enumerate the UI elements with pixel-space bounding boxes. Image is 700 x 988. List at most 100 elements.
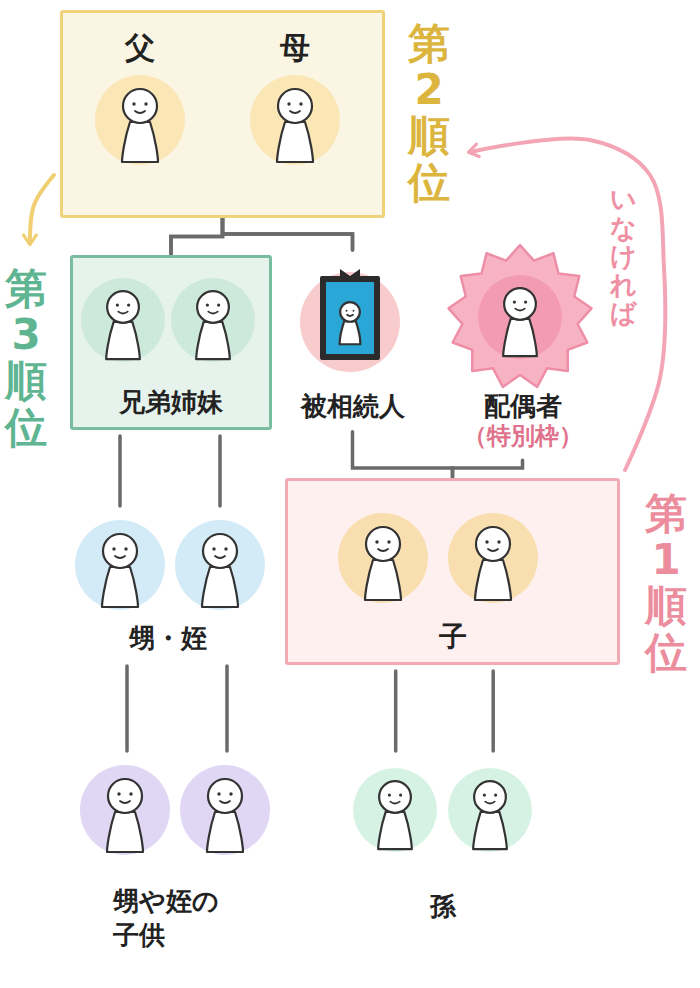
- figure-eye: [224, 547, 227, 550]
- person-figure: [180, 765, 270, 855]
- figure-smile: [378, 549, 388, 551]
- figure-smile: [488, 549, 498, 551]
- node-label: 子: [288, 619, 617, 655]
- person-figure: [448, 513, 538, 603]
- order-band: 第3順位兄弟姉妹: [70, 255, 272, 430]
- figure-eye: [352, 310, 354, 312]
- figure-head: [504, 288, 536, 320]
- figure-halo: [95, 75, 185, 165]
- figure-eye: [483, 793, 486, 796]
- node-label: 兄弟姉妹: [73, 386, 269, 420]
- figure-eye: [399, 793, 402, 796]
- figure-body: [475, 560, 511, 600]
- order-arrow: [30, 175, 54, 243]
- burst-outline: [449, 245, 592, 387]
- node-label: 母: [250, 28, 340, 67]
- figure-body: [196, 322, 230, 359]
- figure-eye: [124, 547, 127, 550]
- figure-smile: [118, 312, 127, 314]
- family-line: [453, 460, 523, 478]
- person-figure: [340, 302, 361, 344]
- figure-body: [365, 560, 401, 600]
- portrait-picture: [326, 282, 374, 354]
- figure-smile: [220, 801, 230, 803]
- family-line: [396, 671, 494, 751]
- family-line: [353, 432, 453, 478]
- figure-body: [107, 812, 143, 852]
- figure-head: [474, 781, 506, 813]
- figure-eye: [299, 102, 302, 105]
- figure-body: [473, 812, 507, 849]
- order-heading: 第2順位: [408, 21, 450, 206]
- figure-smile: [208, 312, 217, 314]
- figure-eye: [132, 102, 135, 105]
- person-figure: [250, 75, 340, 165]
- figure-smile: [390, 802, 399, 804]
- figure-halo: [300, 272, 400, 372]
- figure-body: [202, 567, 238, 607]
- figure-eye: [375, 540, 378, 543]
- figure-eye: [524, 300, 527, 303]
- portrait-frame: [320, 276, 380, 360]
- spouse-burst: 配偶者（特別枠）: [430, 245, 615, 456]
- figure-smile: [215, 556, 225, 558]
- person-figure: [80, 765, 170, 855]
- figure-body: [106, 322, 140, 359]
- figure-eye: [497, 540, 500, 543]
- order-band: 第2順位父母: [60, 10, 385, 218]
- figure-head: [208, 779, 242, 813]
- figure-eye: [217, 792, 220, 795]
- person-node: 孫: [345, 755, 540, 955]
- person-node: 甥・姪: [68, 510, 268, 660]
- figure-body: [340, 321, 361, 344]
- figure-head: [103, 534, 137, 568]
- order-heading: 第3順位: [5, 266, 47, 451]
- figure-eye: [217, 303, 220, 306]
- family-line: [120, 436, 220, 506]
- node-label: （特別枠）: [430, 421, 615, 452]
- figure-eye: [112, 547, 115, 550]
- figure-halo: [81, 278, 165, 362]
- figure-eye: [144, 102, 147, 105]
- order-band: 第1順位子: [285, 478, 620, 665]
- person-figure: [478, 275, 562, 359]
- person-node: 父: [95, 28, 185, 168]
- person-figure: [175, 520, 265, 610]
- person-figure: [95, 75, 185, 165]
- figure-halo: [171, 278, 255, 362]
- figure-eye: [212, 547, 215, 550]
- figure-head: [197, 291, 229, 323]
- node-label: 甥や姪の子供: [113, 885, 238, 953]
- order-heading: 第1順位: [645, 491, 687, 676]
- figure-eye: [387, 540, 390, 543]
- figure-smile: [290, 111, 300, 113]
- mourning-ribbon: [340, 269, 360, 281]
- edge-label: いなければ: [610, 185, 636, 328]
- figure-eye: [229, 792, 232, 795]
- figure-head: [107, 291, 139, 323]
- figure-eye: [388, 793, 391, 796]
- node-label: 父: [95, 28, 185, 67]
- figure-body: [102, 567, 138, 607]
- person-figure: [338, 513, 428, 603]
- figure-eye: [127, 303, 130, 306]
- node-label: 孫: [345, 890, 540, 924]
- figure-smile: [120, 801, 130, 803]
- figure-head: [340, 302, 360, 322]
- node-label: 配偶者: [430, 390, 615, 424]
- family-line: [127, 666, 227, 751]
- person-figure: [171, 278, 255, 362]
- node-label: 甥・姪: [68, 622, 268, 656]
- person-node: 甥や姪の子供: [75, 755, 275, 975]
- figure-body: [207, 812, 243, 852]
- figure-halo: [478, 275, 562, 359]
- figure-head: [366, 527, 400, 561]
- person-node: 母: [250, 28, 340, 168]
- figure-body: [122, 122, 158, 162]
- figure-halo: [448, 768, 532, 852]
- figure-head: [108, 779, 142, 813]
- figure-halo: [180, 765, 270, 855]
- node-label: 被相続人: [290, 390, 415, 424]
- figure-eye: [513, 300, 516, 303]
